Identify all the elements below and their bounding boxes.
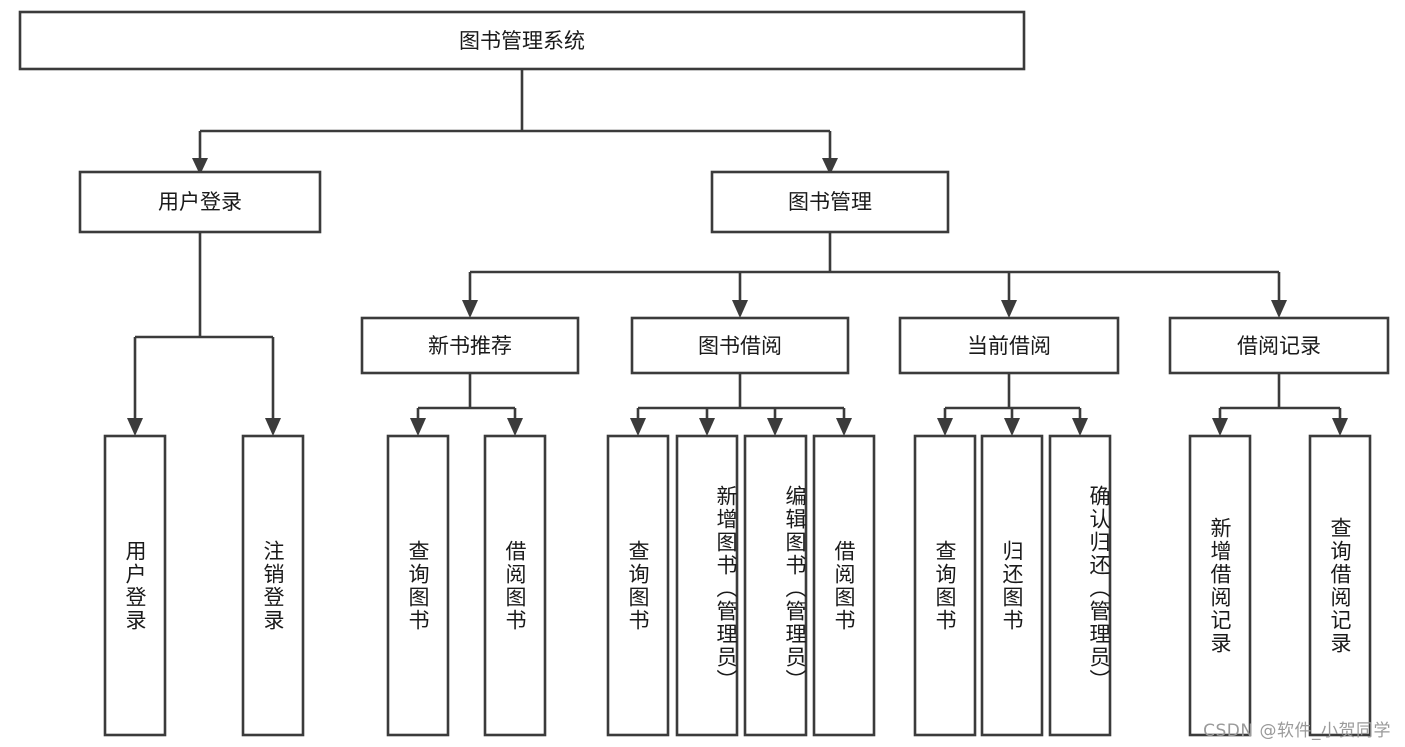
- node-leaf-query-book-borrow-label: 查询图书: [626, 539, 651, 632]
- node-leaf-user-login[interactable]: [103, 434, 167, 737]
- connector-newbookrecommend-to-leaves: [410, 373, 523, 436]
- node-user-login[interactable]: 用户登录: [78, 170, 322, 234]
- node-leaf-edit-book[interactable]: [743, 434, 808, 737]
- node-leaf-query-book-recommend[interactable]: [386, 434, 450, 737]
- node-leaf-add-book-label: 新增图书（管理员）: [714, 485, 738, 692]
- node-leaf-confirm-return[interactable]: [1048, 434, 1112, 737]
- node-leaf-user-login-label: 用户登录: [123, 539, 148, 632]
- connector-bookborrow-to-leaves: [630, 373, 852, 436]
- node-leaf-query-book-recommend-label: 查询图书: [406, 539, 431, 632]
- node-borrow-record[interactable]: 借阅记录: [1168, 316, 1390, 375]
- node-leaf-borrow-book-label: 借阅图书: [832, 539, 857, 632]
- node-new-book-recommend[interactable]: 新书推荐: [360, 316, 580, 375]
- node-root-system[interactable]: 图书管理系统: [18, 10, 1026, 71]
- node-leaf-add-borrow-record-label: 新增借阅记录: [1208, 516, 1233, 655]
- node-leaf-edit-book-label: 编辑图书（管理员）: [783, 485, 807, 692]
- node-current-borrow-label: 当前借阅: [967, 334, 1051, 358]
- node-book-borrow[interactable]: 图书借阅: [630, 316, 850, 375]
- node-leaf-user-logout[interactable]: [241, 434, 305, 737]
- node-leaf-add-borrow-record[interactable]: [1188, 434, 1252, 737]
- node-book-borrow-label: 图书借阅: [698, 334, 782, 358]
- node-book-management-label: 图书管理: [788, 190, 872, 214]
- node-user-login-label: 用户登录: [158, 190, 242, 214]
- node-leaf-add-book[interactable]: [675, 434, 739, 737]
- node-leaf-borrow-book-recommend[interactable]: [483, 434, 547, 737]
- node-root-system-label: 图书管理系统: [459, 29, 585, 53]
- node-leaf-query-borrow-record-label: 查询借阅记录: [1328, 516, 1353, 655]
- node-leaf-borrow-book-recommend-label: 借阅图书: [503, 539, 528, 632]
- node-new-book-recommend-label: 新书推荐: [428, 334, 512, 358]
- node-leaf-confirm-return-label: 确认归还（管理员）: [1087, 485, 1111, 692]
- node-leaf-query-book-borrow[interactable]: [606, 434, 670, 737]
- node-book-management[interactable]: 图书管理: [710, 170, 950, 234]
- node-leaf-borrow-book[interactable]: [812, 434, 876, 737]
- node-leaf-return-book-label: 归还图书: [1000, 539, 1025, 632]
- node-current-borrow[interactable]: 当前借阅: [898, 316, 1120, 375]
- csdn-watermark: CSDN @软件_小贺同学: [1203, 721, 1391, 741]
- node-leaf-return-book[interactable]: [980, 434, 1044, 737]
- node-leaf-query-borrow-record[interactable]: [1308, 434, 1372, 737]
- connector-bookmanagement-to-level3: [462, 232, 1287, 318]
- connector-root-to-level2: [192, 69, 838, 175]
- node-leaf-query-book-current[interactable]: [913, 434, 977, 737]
- connector-borrowrecord-to-leaves: [1212, 373, 1348, 436]
- node-borrow-record-label: 借阅记录: [1237, 334, 1321, 358]
- connector-currentborrow-to-leaves: [937, 373, 1088, 436]
- connector-userlogin-to-leaves: [127, 232, 281, 436]
- node-leaf-user-logout-label: 注销登录: [261, 539, 286, 632]
- node-leaf-query-book-current-label: 查询图书: [933, 539, 958, 632]
